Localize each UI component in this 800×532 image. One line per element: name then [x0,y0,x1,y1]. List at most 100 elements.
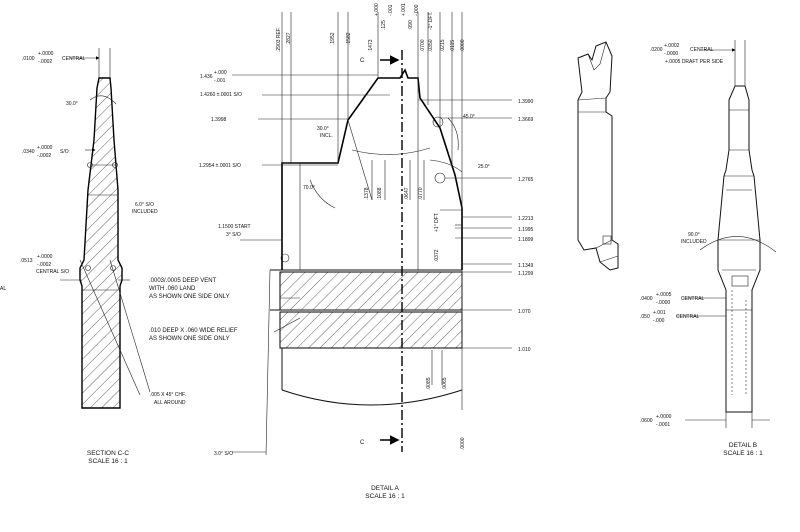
dim-13998-left: 1.3998 [211,117,227,123]
dim-angle-25: 25.0° [478,164,490,170]
det-b-low-note: CENTRAL [676,314,700,320]
det-b-angle-note: INCLUDED [681,239,707,245]
sec-cc-caption-title: SECTION C-C [87,450,130,457]
dim-11349: 1.1349 [518,263,534,269]
dim-angle-70: 70.0° [303,185,315,191]
isometric-part-view [577,41,619,271]
sec-cc-mid-width: .0340 [22,149,35,155]
dim-1436-plus: +.000 [214,70,227,76]
dim-12213: 1.2213 [518,216,534,222]
dim-11299: 1.1299 [518,271,534,277]
dim-1378: .1378 [364,187,370,200]
dim-125-plus: +.000 [374,3,380,16]
det-b-top-note: CENTRAL [690,47,714,53]
sec-cc-top-width: .0100 [22,56,35,62]
detail-a-part-outline [232,12,512,456]
sec-cc-mid-tol-minus: -.0002 [37,153,51,159]
detail-a-section-label-bottom: C [360,440,365,446]
dim-0065: .0065 [442,377,448,390]
det-b-bottom: .0600 [640,418,653,424]
note-relief-line2: AS SHOWN ONE SIDE ONLY [149,336,230,342]
dim-1473: .1473 [368,39,374,52]
note-vent-line2: WITH .060 LAND [149,286,196,292]
detail-a-caption-scale: SCALE 16 : 1 [365,493,405,500]
dim-090-plus: +.001 [401,3,407,16]
dim-13669: 1.3669 [518,117,534,123]
dim-start-note: 3° S/O [226,232,241,238]
dim-14260: 1.4260 ±.0001 S/O [200,92,242,98]
det-b-draft: +.0005 DRAFT PER SIDE [665,59,724,65]
dim-12954: 1.2954 ±.0001 S/O [199,163,241,169]
dim-12765: 1.2765 [518,177,534,183]
dim-0700: .0700 [420,39,426,52]
dim-angle-45: 45.0° [463,114,475,120]
detail-b-caption-scale: SCALE 16 : 1 [723,450,763,457]
detail-b-caption-title: DETAIL B [729,442,757,449]
dim-0000-top: .0000 [460,39,466,52]
det-b-mid: .0400 [640,296,653,302]
dim-0770: .0770 [418,187,424,200]
dim-11899: 1.1899 [518,237,534,243]
sec-cc-left-edge: AL [0,286,6,292]
sec-cc-base-note: CENTRAL S/O [36,269,69,275]
sec-cc-mid-tol-plus: +.0000 [37,145,53,151]
dim-13990: 1.3990 [518,99,534,105]
dim-11995: 1.1995 [518,227,534,233]
dim-0350: .0350 [428,39,434,52]
det-b-top-plus: +.0002 [664,43,680,49]
det-b-top: .0200 [650,47,663,53]
sec-cc-chamfer: .005 X 45° CHF. [150,392,186,398]
dim-0372: .0372 [434,249,440,262]
det-b-mid-note: CENTRAL [681,296,705,302]
dim-0000-bottom: .0000 [460,437,466,450]
dim-1582: .1582 [346,32,352,45]
sec-cc-base-width: .0513 [20,258,33,264]
sec-cc-base-tol-plus: +.0000 [37,254,53,260]
detail-a-section-label-top: C [360,58,365,64]
dim-0647: .0647 [404,187,410,200]
det-b-mid-plus: +.0005 [656,292,672,298]
sec-cc-top-note: CENTRAL [62,56,86,62]
detail-b-part-outline [676,40,777,428]
dim-start: 1.1500 START [218,224,251,230]
dim-0115: .0115 [450,40,456,52]
dim-1952: .1952 [330,32,336,45]
dim-125-minus: -.001 [388,4,394,16]
dim-090-minus: -.000 [414,4,420,16]
det-b-bottom-plus: +.0000 [656,414,672,420]
dim-0215: .0215 [440,39,446,52]
det-b-low: .050 [640,314,650,320]
detail-a-top-dims: .2903 REF. .2827 .1952 .1582 .1473 .125 … [276,3,466,52]
section-cc-part-outline [60,48,151,409]
dim-1-dft: -1° DFT. [428,12,434,30]
dim-incl-note: INCL. [320,133,333,139]
dim-incl-angle: 30.0° [317,126,329,132]
note-vent-line1: .0003/.0005 DEEP VENT [149,278,217,284]
detail-a-caption-title: DETAIL A [371,485,399,492]
sec-cc-top-tol-minus: -.0002 [38,59,52,65]
dim-plus1-dft: +1° DFT. [434,212,440,232]
dim-0085: .0085 [426,377,432,390]
dim-draft-bottom: 3.0° S/O [214,451,233,457]
det-b-mid-minus: -.0000 [656,300,670,306]
sec-cc-top-tol-plus: +.0000 [38,51,54,57]
det-b-bottom-minus: -.0001 [656,422,670,428]
dim-2827: .2827 [286,32,292,45]
dim-1436-minus: -.001 [214,78,226,84]
note-relief-line1: .010 DEEP X .060 WIDE RELIEF [149,328,238,334]
dim-125: .125 [381,20,387,30]
dim-1070: 1.070 [518,309,531,315]
dim-2903: .2903 REF. [276,27,282,52]
dim-090: .090 [408,20,414,30]
det-b-top-minus: -.0000 [664,51,678,57]
det-b-low-plus: +.001 [653,310,666,316]
sec-cc-mid-note: S/O [60,149,69,155]
section-cc-view: .0100 +.0000 -.0002 CENTRAL 30.0° .0340 … [0,48,186,465]
sec-cc-taper-note: INCLUDED [132,209,158,215]
dim-1088: .1088 [377,187,383,200]
detail-a-view: C C .2903 REF. .2827 .1952 .1582 .1473 .… [149,3,534,500]
detail-b-view: .0200 +.0002 -.0000 CENTRAL +.0005 DRAFT… [640,40,777,457]
sec-cc-base-tol-minus: -.0002 [37,262,51,268]
